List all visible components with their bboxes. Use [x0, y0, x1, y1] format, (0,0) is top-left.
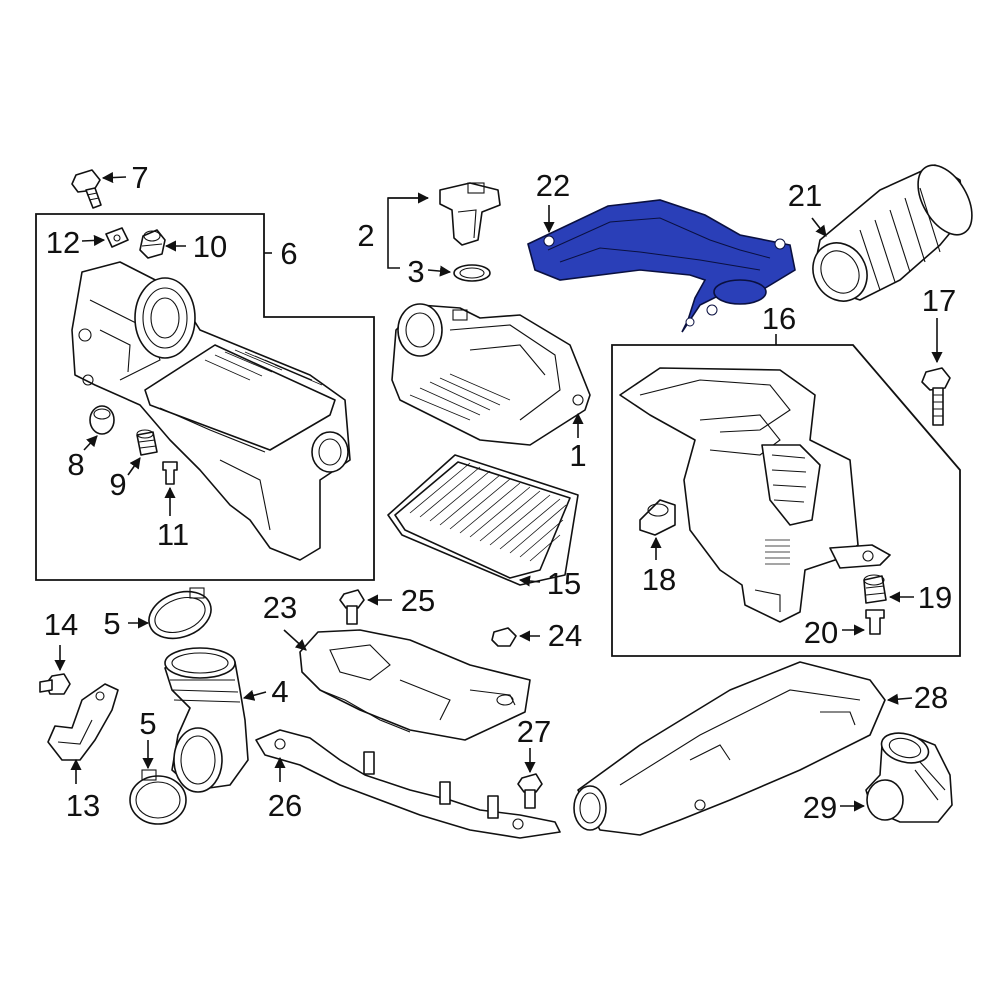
callout-11: 11 — [157, 517, 189, 552]
elbow-29[interactable] — [865, 728, 953, 823]
bolt-11[interactable] — [162, 461, 178, 485]
callout-1: 1 — [569, 438, 586, 473]
callout-8: 8 — [67, 447, 84, 482]
bolt-14[interactable] — [39, 673, 71, 695]
clip-12[interactable] — [105, 227, 129, 248]
callout-6: 6 — [280, 236, 297, 271]
bracket-22-highlighted[interactable] — [527, 199, 796, 333]
group-frame-6 — [35, 213, 375, 581]
callout-18: 18 — [642, 562, 676, 597]
callout-10: 10 — [193, 229, 227, 264]
callout-28: 28 — [914, 680, 948, 715]
callout-12: 12 — [46, 225, 80, 260]
callout-3: 3 — [407, 254, 424, 289]
bolt-25[interactable] — [339, 589, 365, 625]
clip-24[interactable] — [491, 627, 517, 647]
callout-23: 23 — [263, 590, 297, 625]
air-cleaner-cover-1[interactable] — [391, 303, 591, 446]
maf-sensor-2[interactable] — [439, 182, 501, 246]
cover-23[interactable] — [299, 629, 531, 741]
air-filter-15[interactable] — [387, 454, 579, 586]
bolt-27[interactable] — [517, 773, 543, 809]
intake-duct-4[interactable] — [164, 647, 249, 793]
callout-20: 20 — [804, 615, 838, 650]
bolt-7[interactable] — [71, 169, 102, 209]
clamp-5-lower[interactable] — [129, 769, 187, 825]
callout-19: 19 — [918, 580, 952, 615]
mount-19[interactable] — [863, 574, 887, 604]
callout-4: 4 — [271, 674, 288, 709]
callout-15: 15 — [547, 566, 581, 601]
callout-13: 13 — [66, 788, 100, 823]
bolt-17[interactable] — [921, 367, 951, 426]
callout-16: 16 — [762, 301, 796, 336]
callout-21: 21 — [788, 178, 822, 213]
callout-17: 17 — [922, 283, 956, 318]
air-cleaner-housing-16[interactable] — [619, 367, 891, 623]
mount-9[interactable] — [136, 429, 158, 456]
callout-26: 26 — [268, 788, 302, 823]
callout-2: 2 — [357, 218, 374, 253]
callout-14: 14 — [44, 607, 78, 642]
intake-hose-21[interactable] — [802, 156, 983, 311]
o-ring-3[interactable] — [453, 264, 491, 282]
air-cleaner-lower-case[interactable] — [71, 261, 351, 561]
callout-25: 25 — [401, 583, 435, 618]
bracket-13[interactable] — [47, 683, 119, 761]
clamp-5-upper[interactable] — [142, 583, 217, 646]
callout-24: 24 — [548, 618, 582, 653]
callout-27: 27 — [517, 714, 551, 749]
group-frame-16 — [611, 344, 961, 657]
housing-28[interactable] — [573, 661, 886, 836]
bolt-20[interactable] — [865, 609, 885, 635]
mount-18[interactable] — [639, 499, 676, 536]
mount-8[interactable] — [89, 405, 115, 435]
callout-7: 7 — [131, 160, 148, 195]
callout-22: 22 — [536, 168, 570, 203]
bracket-26[interactable] — [255, 729, 561, 839]
callout-29: 29 — [803, 790, 837, 825]
callout-5a: 5 — [103, 606, 120, 641]
callout-9: 9 — [109, 467, 126, 502]
callout-5b: 5 — [139, 706, 156, 741]
grommet-10[interactable] — [139, 229, 166, 259]
